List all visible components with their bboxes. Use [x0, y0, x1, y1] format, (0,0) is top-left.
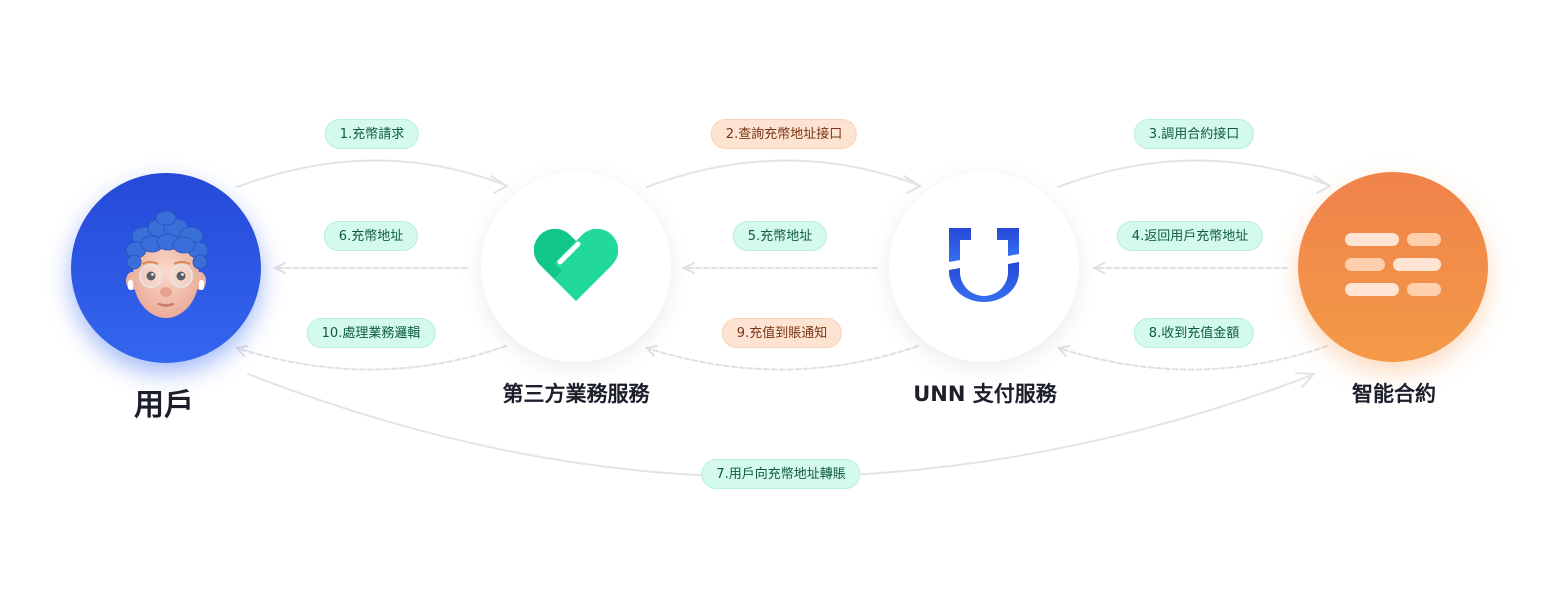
arrowhead-step-7 — [1295, 372, 1317, 388]
arrow-step-8 — [1058, 345, 1328, 371]
step-label-3: 3.調用合約接口 — [1133, 119, 1255, 149]
step-label-7: 7.用戶向充幣地址轉賬 — [701, 459, 861, 489]
arrow-step-10 — [236, 345, 507, 371]
node-label-smart-contract: 智能合約 — [1352, 382, 1436, 406]
step-label-8: 8.收到充值金額 — [1133, 318, 1255, 348]
contract-lines-icon — [1345, 233, 1441, 301]
green-heart-logo-icon — [533, 228, 619, 305]
arrowhead-step-2 — [903, 175, 922, 194]
step-label-10: 10.處理業務邏輯 — [306, 318, 436, 348]
arrow-step-9 — [646, 345, 919, 371]
arrow-step-1 — [236, 159, 506, 188]
node-user — [71, 173, 261, 363]
node-smart-contract — [1298, 172, 1488, 362]
memoji-avatar-icon — [116, 206, 216, 330]
arrowhead-step-5 — [681, 262, 695, 274]
arrowhead-step-10 — [235, 345, 248, 357]
arrow-step-2 — [646, 159, 919, 188]
arrowhead-step-6 — [272, 262, 286, 274]
step-label-9: 9.充值到賬通知 — [721, 318, 843, 348]
arrow-step-3 — [1057, 159, 1329, 188]
step-label-1: 1.充幣請求 — [324, 119, 420, 149]
node-label-third-party-service: 第三方業務服務 — [502, 382, 650, 406]
node-label-unn-payment-service: UNN 支付服務 — [913, 382, 1057, 406]
step-label-6: 6.充幣地址 — [323, 221, 419, 251]
step-label-2: 2.查詢充幣地址接口 — [710, 119, 858, 149]
node-third-party-service — [481, 172, 671, 362]
step-label-5: 5.充幣地址 — [732, 221, 828, 251]
unn-shield-logo-icon — [949, 228, 1019, 306]
arrowhead-step-9 — [645, 345, 658, 357]
arrowhead-step-8 — [1057, 345, 1070, 357]
arrowhead-step-3 — [1313, 175, 1332, 194]
arrowhead-step-4 — [1091, 262, 1105, 274]
node-unn-payment-service — [889, 172, 1079, 362]
step-label-4: 4.返回用戶充幣地址 — [1116, 221, 1264, 251]
node-label-user: 用戶 — [134, 388, 194, 423]
arrowhead-step-1 — [490, 175, 509, 194]
